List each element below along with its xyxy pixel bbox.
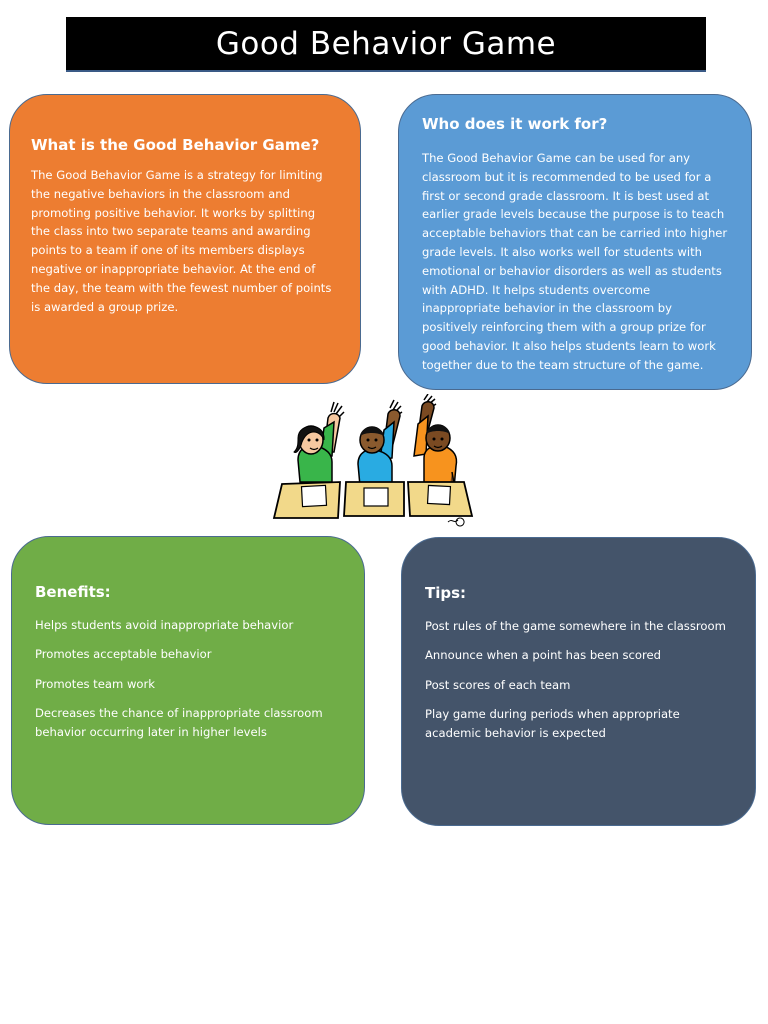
what-is-heading: What is the Good Behavior Game?	[31, 136, 320, 154]
list-item: Post scores of each team	[425, 677, 571, 692]
student-blue	[357, 399, 403, 487]
who-box: Who does it work for? The Good Behavior …	[398, 94, 752, 390]
who-text: The Good Behavior Game can be used for a…	[422, 151, 728, 372]
benefits-list: Helps students avoid inappropriate behav…	[35, 616, 344, 741]
page-title: Good Behavior Game	[215, 25, 557, 62]
tips-box: Tips: Post rules of the game somewhere i…	[401, 537, 756, 826]
list-item: Decreases the chance of inappropriate cl…	[35, 706, 323, 739]
list-item: Promotes acceptable behavior	[35, 647, 212, 662]
tips-heading: Tips:	[425, 584, 467, 602]
benefits-heading: Benefits:	[35, 583, 111, 601]
list-item: Play game during periods when appropriat…	[425, 707, 680, 740]
list-item: Post rules of the game somewhere in the …	[425, 619, 726, 633]
student-green	[293, 401, 345, 483]
what-is-text: The Good Behavior Game is a strategy for…	[31, 168, 332, 314]
who-heading: Who does it work for?	[422, 115, 608, 133]
what-is-box: What is the Good Behavior Game? The Good…	[9, 94, 361, 384]
list-item: Announce when a point has been scored	[425, 648, 661, 663]
list-item: Helps students avoid inappropriate behav…	[35, 618, 294, 632]
benefits-box: Benefits: Helps students avoid inappropr…	[11, 536, 365, 825]
title-bar: Good Behavior Game	[66, 17, 706, 72]
list-item: Promotes team work	[35, 676, 156, 691]
desks	[272, 481, 474, 527]
students-raising-hands-illustration	[272, 394, 474, 527]
tips-list: Post rules of the game somewhere in the …	[425, 617, 735, 742]
